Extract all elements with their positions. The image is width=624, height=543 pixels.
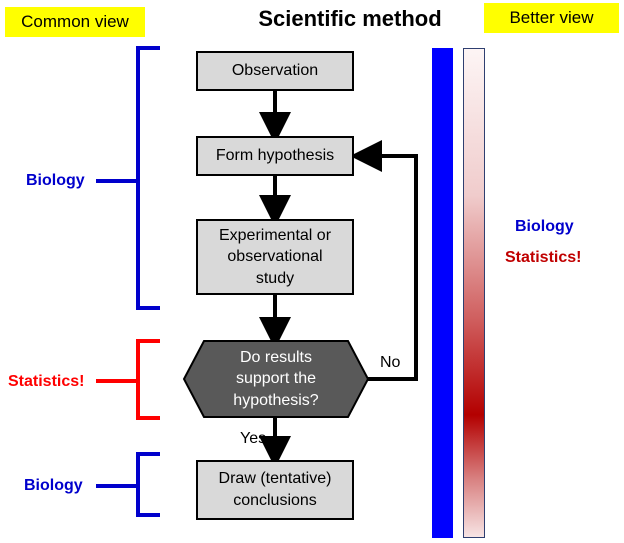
better-view-label: Better view [484,3,619,33]
decision-hexagon [182,340,370,418]
biology-label-bottom: Biology [24,477,83,494]
biology-label-top: Biology [26,172,85,189]
statistics-gradient-bar [463,48,485,538]
biology-bar [432,48,453,538]
form-hypothesis-box: Form hypothesis [196,136,354,176]
no-label: No [380,354,401,371]
study-box: Experimental or observational study [196,219,354,295]
statistics-bracket [136,339,160,420]
common-view-label: Common view [5,7,145,37]
diagram-title: Scientific method [258,6,442,31]
yes-label: Yes [240,430,267,447]
biology-bracket-bottom [136,452,160,517]
statistics-label: Statistics! [8,373,85,390]
biology-bracket-top [136,46,160,310]
better-view-biology-label: Biology [515,218,574,235]
arrow-no-loop [350,140,418,381]
conclusions-box: Draw (tentative) conclusions [196,460,354,520]
decision-text: Do results support the hypothesis? [233,348,319,409]
observation-box: Observation [196,51,354,91]
better-view-statistics-label: Statistics! [505,249,582,266]
